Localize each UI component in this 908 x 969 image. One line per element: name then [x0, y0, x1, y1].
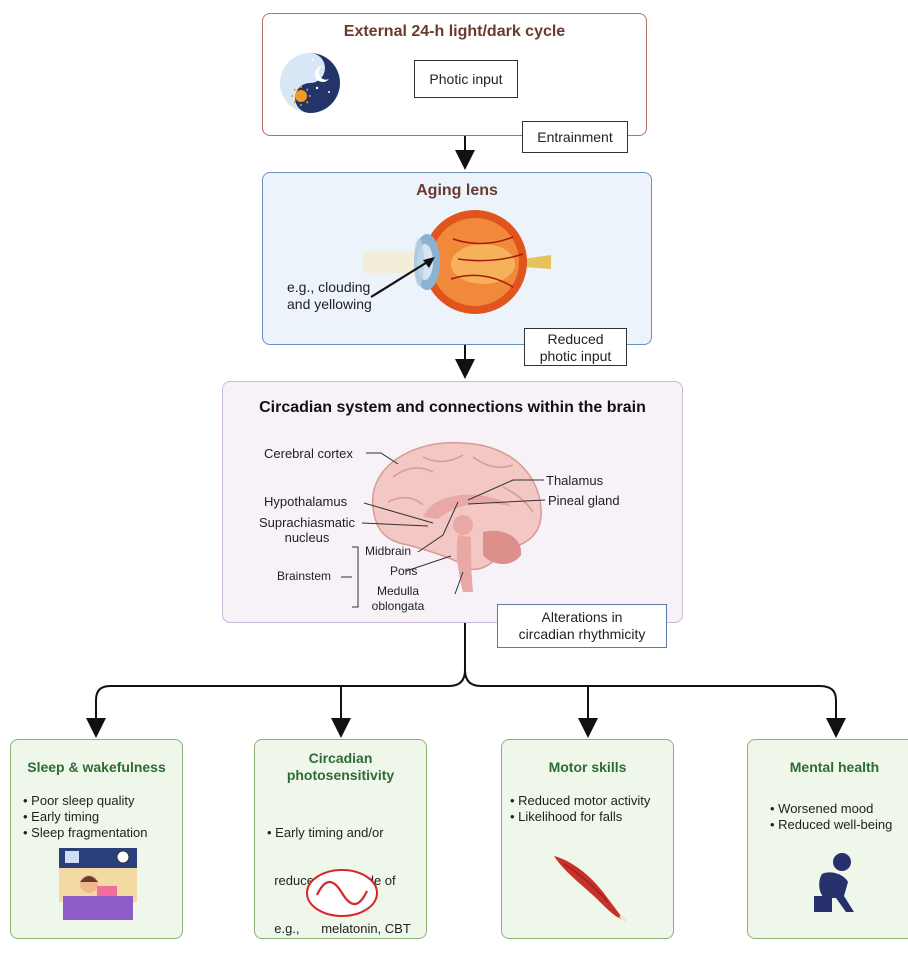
outcome-motor-title: Motor skills: [548, 759, 627, 775]
alterations-line2: circadian rhythmicity: [518, 626, 646, 642]
list-item: • Reduced motor activity: [510, 793, 651, 808]
scn-label: Suprachiasmatic nucleus: [251, 515, 363, 545]
alterations-box: Alterations in circadian rhythmicity: [497, 604, 667, 648]
cerebral-cortex-label: Cerebral cortex: [264, 446, 353, 461]
list-item: • Poor sleep quality: [23, 793, 135, 808]
brain-sagittal-icon: [372, 441, 542, 592]
pineal-gland-label: Pineal gland: [548, 493, 620, 508]
reduced-photic-input-box: Reduced photic input: [524, 328, 627, 366]
pons-label: Pons: [390, 564, 418, 578]
outcome-photosensitivity-title: Circadian photosensitivity: [255, 750, 426, 784]
list-item: • Likelihood for falls: [510, 809, 623, 824]
outcome-mental-title: Mental health: [789, 759, 880, 775]
annotation-arrow: [370, 257, 435, 298]
thalamus-label: Thalamus: [546, 473, 604, 488]
lens-annotation-line2: and yellowing: [287, 296, 372, 312]
outcome-mental-health: Mental health • Worsened mood • Reduced …: [747, 739, 908, 939]
photosensitivity-title-line1: Circadian: [308, 750, 373, 766]
circadian-brain-panel: Circadian system and connections within …: [222, 381, 683, 648]
entrainment-box: Entrainment: [522, 121, 628, 153]
list-item: • Early timing: [23, 809, 100, 824]
aging-lens-panel: Aging lens e.g., clouding and yellowing …: [262, 172, 652, 366]
outcome-photosensitivity: Circadian photosensitivity • Early timin…: [254, 739, 427, 939]
midbrain-label: Midbrain: [365, 544, 412, 558]
list-item: • Early timing and/or: [267, 825, 384, 840]
reduced-photic-line1: Reduced: [547, 331, 604, 347]
lens-annotation-line1: e.g., clouding: [287, 279, 371, 295]
scn-label-line2: nucleus: [284, 530, 330, 545]
photosensitivity-title-line2: photosensitivity: [286, 767, 395, 783]
arrow-to-mental: [464, 669, 846, 738]
outcome-sleep-list: • Poor sleep quality • Early timing • Sl…: [23, 793, 148, 841]
eye-icon: [363, 210, 551, 314]
medulla-label-line2: oblongata: [371, 599, 425, 613]
sad-person-icon: [814, 853, 854, 912]
sine-wave-icon: [306, 869, 378, 917]
aging-lens-title: Aging lens: [416, 182, 498, 199]
arrow-to-sleep: [86, 623, 466, 738]
list-item: • Reduced well-being: [770, 817, 893, 832]
medulla-label: Medulla oblongata: [363, 584, 433, 614]
lens-annotation: e.g., clouding and yellowing: [287, 279, 372, 313]
list-item: e.g., melatonin, CBT: [267, 921, 411, 936]
list-item: • Worsened mood: [770, 801, 874, 816]
outcome-sleep: Sleep & wakefulness • Poor sleep quality…: [10, 739, 183, 939]
light-dark-cycle-title: External 24-h light/dark cycle: [343, 23, 566, 40]
list-item: • Sleep fragmentation: [23, 825, 148, 840]
reduced-photic-line2: photic input: [539, 348, 612, 364]
muscle-icon: [554, 856, 627, 922]
outcome-motor-list: • Reduced motor activity • Likelihood fo…: [510, 793, 650, 825]
yin-yang-day-night-icon: [280, 53, 340, 113]
outcome-mental-list: • Worsened mood • Reduced well-being: [770, 801, 892, 833]
circadian-brain-title: Circadian system and connections within …: [259, 399, 646, 416]
outcome-motor: Motor skills • Reduced motor activity • …: [501, 739, 674, 939]
brainstem-label: Brainstem: [277, 569, 332, 583]
bed-sleep-icon: [59, 848, 137, 920]
light-dark-cycle-panel: External 24-h light/dark cycle Photic in…: [262, 13, 647, 153]
medulla-label-line1: Medulla: [376, 584, 420, 598]
scn-label-line1: Suprachiasmatic: [258, 515, 356, 530]
photic-input-box: Photic input: [414, 60, 518, 98]
hypothalamus-label: Hypothalamus: [264, 494, 348, 509]
outcome-sleep-title: Sleep & wakefulness: [27, 759, 166, 775]
alterations-line1: Alterations in: [541, 609, 623, 625]
brain-leader-lines: [341, 452, 546, 608]
